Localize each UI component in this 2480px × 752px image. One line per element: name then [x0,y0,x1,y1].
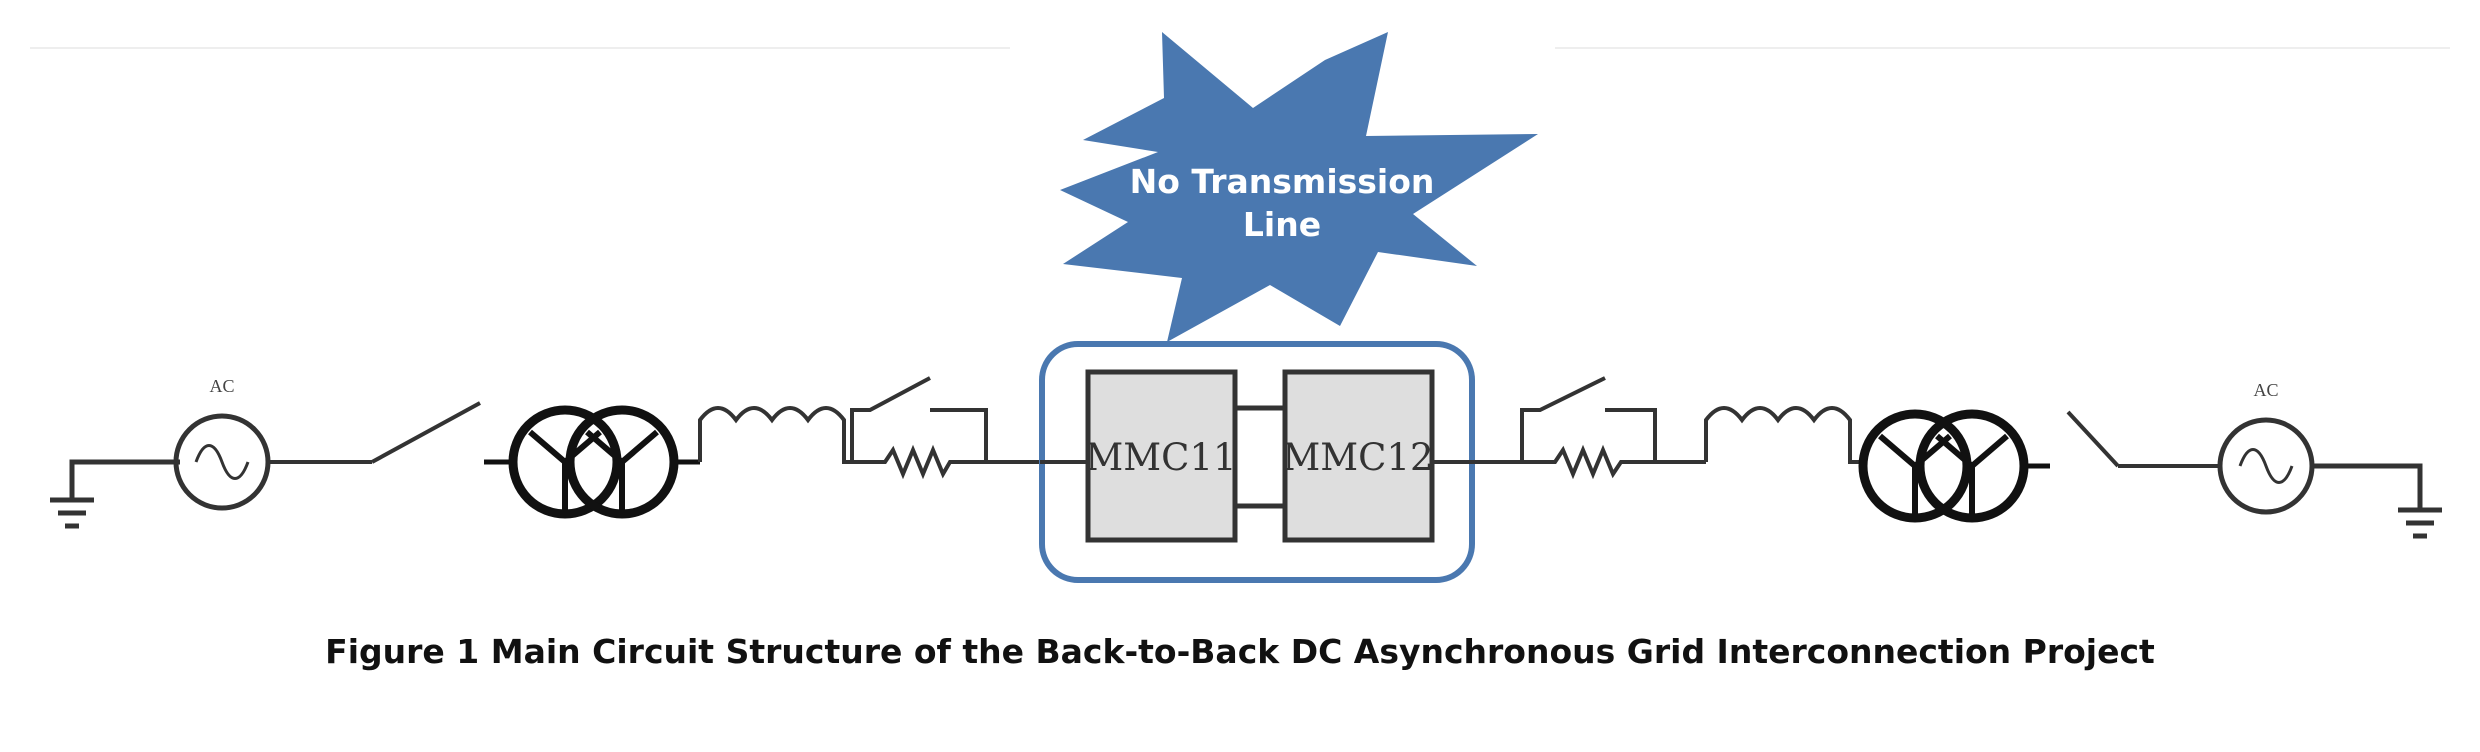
right-breaker [2066,410,2222,468]
right-ground [2312,463,2442,539]
callout-line-1: No Transmission [1130,162,1435,201]
no-line-callout-star [1060,32,1538,342]
left-reactor [698,406,852,464]
callout-line-2: Line [1243,205,1321,244]
figure-caption: Figure 1 Main Circuit Structure of the B… [325,632,2155,671]
right-resistor-bypass [1520,376,1706,480]
right-ac-source: AC [2217,380,2315,515]
left-resistor-bypass [850,376,1040,480]
mmc12-label: MMC12 [1282,436,1433,479]
left-breaker [268,401,481,464]
right-transformer [1858,409,2050,523]
converter-mmc11 [1085,369,1238,543]
left-transformer [484,405,700,519]
left-ac-label: AC [209,376,234,396]
right-reactor [1704,406,1862,464]
left-ground [50,459,180,529]
left-ac-source: AC [173,376,271,511]
right-ac-label: AC [2253,380,2278,400]
mmc11-label: MMC11 [1085,436,1236,479]
converter-mmc12 [1282,369,1435,543]
